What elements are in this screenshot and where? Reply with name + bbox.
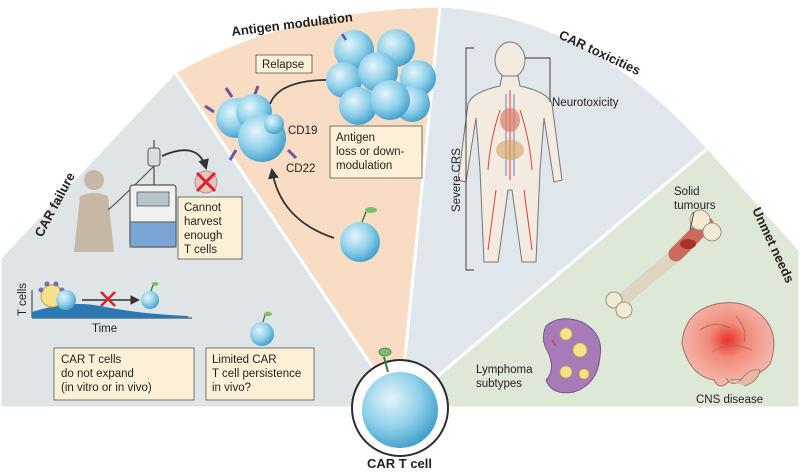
arrow-to-harvest (161, 149, 209, 171)
label-neurotoxicity: Neurotoxicity (552, 97, 619, 109)
antigen-car-t-cell (340, 207, 380, 262)
patient-silhouette (74, 170, 114, 252)
central-car-t-cell (351, 347, 449, 457)
solid-tumours-line: tumours (674, 200, 716, 212)
no-expand-line: (in vitro or in vivo) (61, 382, 152, 394)
no-expand-note: CAR T cells do not expand (in vitro or in … (53, 347, 195, 401)
label-cns-disease: CNS disease (696, 394, 763, 406)
iv-drip-icon (107, 140, 161, 211)
solid-tumours-leader (689, 211, 695, 231)
antigen-loss-line: loss or down- (336, 146, 405, 158)
arrow-car-to-tumour (268, 167, 335, 239)
persistence-car-t-cell (250, 311, 274, 346)
label-cd22: CD22 (286, 163, 315, 175)
axis-label-t-cells: T cells (17, 283, 29, 316)
solid-tumours-line: Solid (674, 186, 700, 198)
tumour-cell-icon (38, 281, 76, 310)
severe-crs-bracket (465, 47, 474, 271)
apheresis-machine-icon (129, 184, 177, 248)
persistence-line: Limited CAR (212, 354, 277, 366)
label-severe-crs: Severe CRS (451, 148, 463, 212)
brain-illustration (681, 302, 775, 387)
lymphoma-line: Lymphoma (476, 364, 533, 376)
axis-label-time: Time (92, 323, 117, 335)
cannot-harvest-note: Cannot harvest enough T cells (177, 196, 243, 260)
persistence-line: in vivo? (212, 382, 251, 394)
no-expand-line: do not expand (61, 368, 134, 380)
antigen-loss-line: Antigen (336, 132, 375, 144)
neurotoxicity-leader (525, 57, 551, 102)
relapse-note: Relapse (255, 54, 313, 74)
human-body-illustration (457, 41, 563, 263)
cannot-harvest-line: T cells (184, 244, 217, 256)
antigen-loss-note: Antigen loss or down-modulation (329, 125, 423, 179)
lymph-node-illustration (542, 318, 602, 394)
antigen-loss-line: modulation (336, 160, 392, 172)
persistence-line: T cell persistence (212, 368, 301, 380)
lymphoma-line: subtypes (476, 378, 522, 390)
center-label: CAR T cell (367, 456, 432, 471)
bone-tumour-illustration (605, 209, 722, 319)
tumour-cell-cluster-left (204, 85, 298, 162)
failed-harvest-cell (194, 170, 218, 194)
label-cd19: CD19 (288, 125, 317, 137)
relapse-label: Relapse (262, 59, 304, 71)
cannot-harvest-line: enough (184, 230, 222, 242)
single-car-t-cell-small (141, 282, 159, 309)
tumour-cell-cluster-right (326, 29, 436, 125)
cannot-harvest-line: Cannot (184, 202, 222, 214)
persistence-note: Limited CAR T cell persistence in vivo? (205, 347, 315, 401)
no-expand-line: CAR T cells (61, 354, 122, 366)
cannot-harvest-line: harvest (184, 216, 223, 228)
no-expansion-cross (100, 291, 116, 307)
